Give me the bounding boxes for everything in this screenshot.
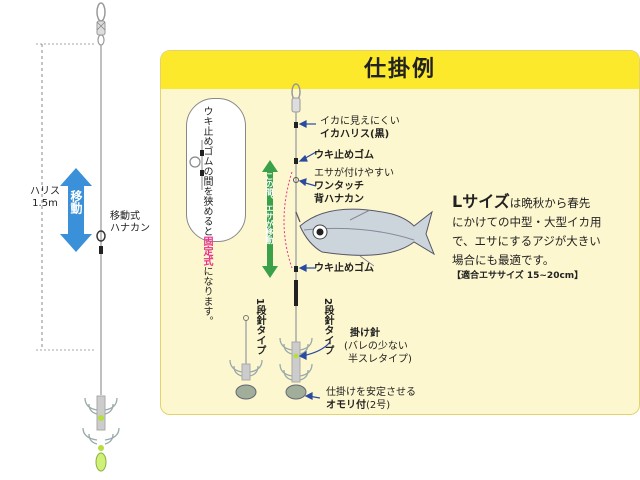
callout-ukidome-top: ウキ止めゴム: [314, 150, 374, 161]
callout-ukidome-bottom: ウキ止めゴム: [314, 263, 374, 274]
desc-line4: 場合にも最適です。: [452, 253, 555, 267]
example-swivel-icon: [291, 83, 301, 113]
hook-cluster-icon: [82, 395, 120, 472]
panel-header: [161, 51, 639, 89]
size-note: 【適合エササイズ 15~20cm】: [452, 271, 584, 281]
range-label: この間、エサが移動: [265, 172, 274, 244]
move-label: 移動: [69, 190, 83, 214]
hanakan-label: 移動式 ハナカン: [110, 211, 150, 234]
callout-onetouch: ワンタッチ: [314, 181, 364, 192]
callout-kakebari: 掛け針: [350, 328, 380, 339]
harisu-label: ハリス 1.5m: [30, 186, 60, 209]
desc-line2: にかけての中型・大型イカ用: [452, 215, 602, 229]
panel-title: 仕掛例: [363, 57, 436, 82]
callout-omori-sub: (2号): [366, 400, 391, 411]
desc-line1: は晩秋から春先: [509, 196, 591, 210]
callout-kakebari-sub1: (バレの少ない: [344, 341, 408, 352]
note-part1: ウキ止めゴムの間を狭めると: [201, 106, 212, 236]
callout-ikaharisu-small: イカに見えにくい: [320, 116, 400, 127]
hanakan-icon: [96, 230, 106, 254]
callout-esa-small: エサが付けやすい: [314, 168, 394, 179]
callout-sehanakan: 背ハナカン: [314, 194, 364, 205]
type-2dan-label: 2段針タイプ: [322, 298, 333, 355]
lsize-label: Lサイズ: [452, 192, 510, 211]
type-1dan-label: 1段針タイプ: [254, 298, 265, 355]
callout-ikaharisu: イカハリス(黒): [320, 129, 390, 140]
move-arrow-icon: [60, 168, 92, 252]
note-clip-icon: [189, 140, 204, 190]
left-rig-diagram: [36, 2, 120, 472]
callout-omori-small: 仕掛けを安定させる: [326, 387, 416, 398]
note-fixed-label: 固定式: [201, 236, 212, 266]
callout-omori: オモリ付(2号): [326, 400, 390, 412]
note-text: ウキ止めゴムの間を狭めると固定式になります。: [200, 106, 212, 326]
note-part3: になります。: [201, 266, 212, 326]
callout-omori-main: オモリ付: [326, 400, 366, 411]
aji-fish-icon: [295, 208, 436, 267]
example-rig-diagram: [229, 83, 436, 400]
swivel-icon: [96, 2, 106, 46]
desc-line3: で、エサにするアジが大きい: [452, 234, 601, 248]
callout-kakebari-sub2: 半スレタイプ): [348, 354, 412, 365]
note-bubble: [186, 98, 246, 242]
hook-1dan-icon: [229, 359, 263, 377]
range-arrow-icon: [262, 160, 278, 278]
description: Lサイズは晩秋から春先 にかけての中型・大型イカ用 で、エサにするアジが大きい …: [452, 192, 628, 270]
hook-2dan-icon: [279, 337, 313, 381]
